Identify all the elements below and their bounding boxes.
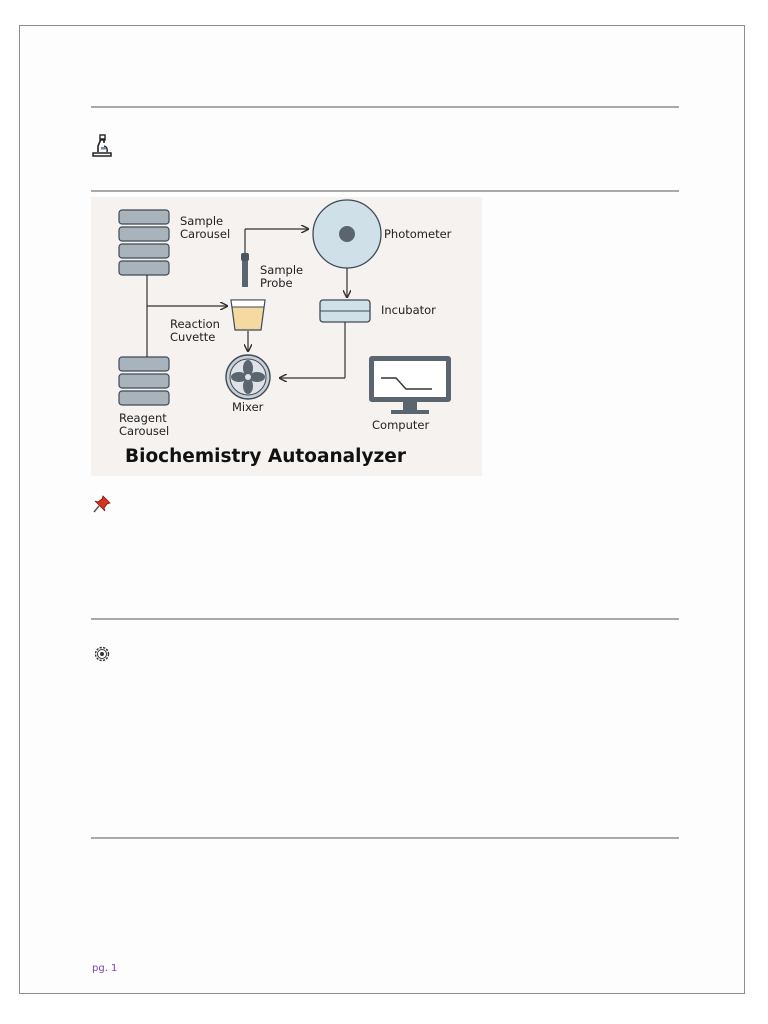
autoanalyzer-diagram: Sample Carousel Reagent Carousel Sa bbox=[91, 197, 482, 476]
sample-carousel bbox=[118, 209, 170, 276]
photometer-label: Photometer bbox=[384, 227, 452, 241]
reagent-carousel bbox=[118, 356, 170, 406]
gear-icon bbox=[93, 645, 111, 668]
page-number: pg. 1 bbox=[92, 963, 118, 974]
sample-carousel-label: Sample Carousel bbox=[180, 214, 230, 241]
sample-probe-label: Sample Probe bbox=[260, 263, 307, 290]
document-page: Sample Carousel Reagent Carousel Sa bbox=[19, 25, 745, 994]
mixer-label: Mixer bbox=[232, 400, 264, 414]
photometer bbox=[312, 199, 382, 269]
sample-probe bbox=[241, 253, 249, 287]
incubator bbox=[319, 299, 371, 323]
microscope-icon bbox=[92, 134, 112, 163]
horizontal-rule bbox=[91, 837, 679, 839]
figure-title: Biochemistry Autoanalyzer bbox=[125, 446, 407, 467]
mixer bbox=[225, 354, 271, 400]
computer bbox=[369, 356, 451, 414]
horizontal-rule bbox=[91, 106, 679, 108]
reaction-cuvette bbox=[230, 299, 266, 331]
horizontal-rule bbox=[91, 618, 679, 620]
reagent-carousel-label: Reagent Carousel bbox=[119, 411, 170, 438]
reaction-cuvette-label: Reaction Cuvette bbox=[170, 317, 224, 344]
horizontal-rule bbox=[91, 190, 679, 192]
incubator-label: Incubator bbox=[381, 303, 436, 317]
pushpin-icon bbox=[92, 494, 112, 519]
computer-label: Computer bbox=[372, 418, 429, 432]
